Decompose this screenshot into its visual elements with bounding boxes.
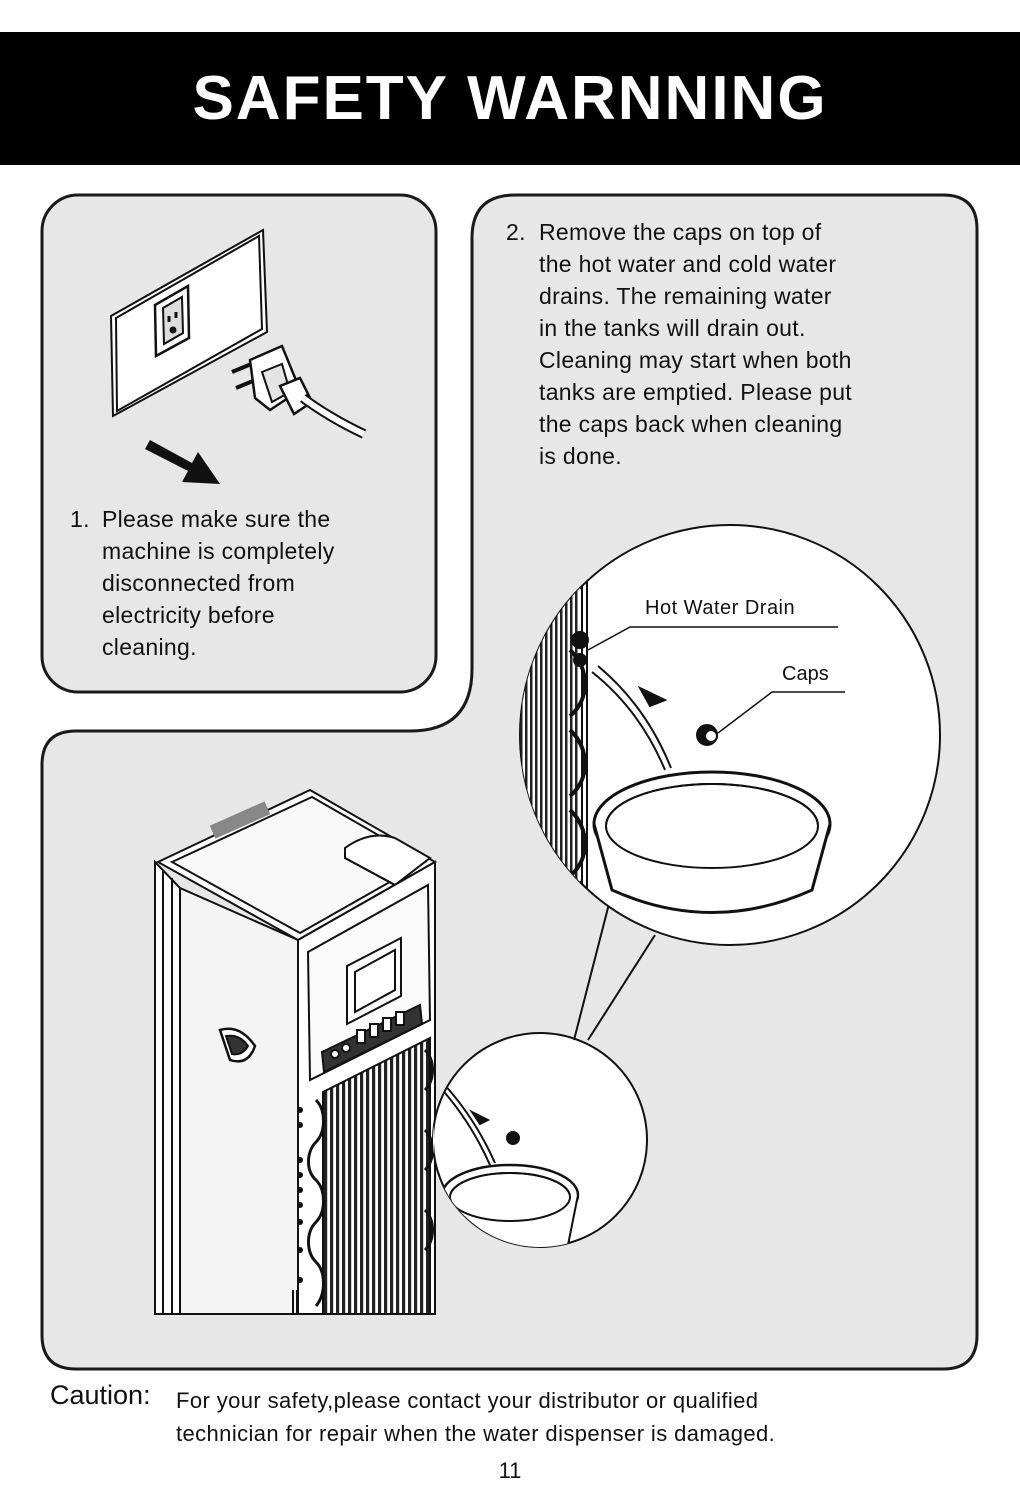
callout-line bbox=[573, 899, 611, 1041]
step2-text: Remove the caps on top of the hot water … bbox=[539, 219, 852, 469]
callout-line bbox=[587, 934, 656, 1041]
hot-water-drain-leader bbox=[587, 626, 838, 651]
water-dispenser-illustration bbox=[154, 788, 438, 1315]
step2-number: 2. bbox=[506, 219, 526, 245]
drain-small-magnifier bbox=[432, 1032, 648, 1248]
step1-number: 1. bbox=[70, 506, 90, 532]
title-banner: SAFETY WARNNING bbox=[0, 32, 1020, 165]
step1-text: Please make sure the machine is complete… bbox=[102, 506, 335, 660]
step1-instruction: 1. Please make sure the machine is compl… bbox=[70, 503, 400, 673]
page-number: 11 bbox=[498, 1458, 522, 1483]
hot-water-drain-label: Hot Water Drain bbox=[645, 597, 796, 619]
cap-icon bbox=[696, 724, 718, 746]
caution-text: For your safety,please contact your dist… bbox=[176, 1388, 776, 1446]
caution-label: Caution: bbox=[50, 1380, 151, 1410]
caps-leader bbox=[717, 691, 845, 734]
caps-label: Caps bbox=[782, 663, 829, 685]
unplug-icon bbox=[109, 228, 367, 439]
unplug-arrow-icon bbox=[145, 440, 220, 484]
step2-instruction: 2. Remove the caps on top of the hot wat… bbox=[506, 216, 936, 476]
page-title: SAFETY WARNNING bbox=[192, 64, 828, 133]
